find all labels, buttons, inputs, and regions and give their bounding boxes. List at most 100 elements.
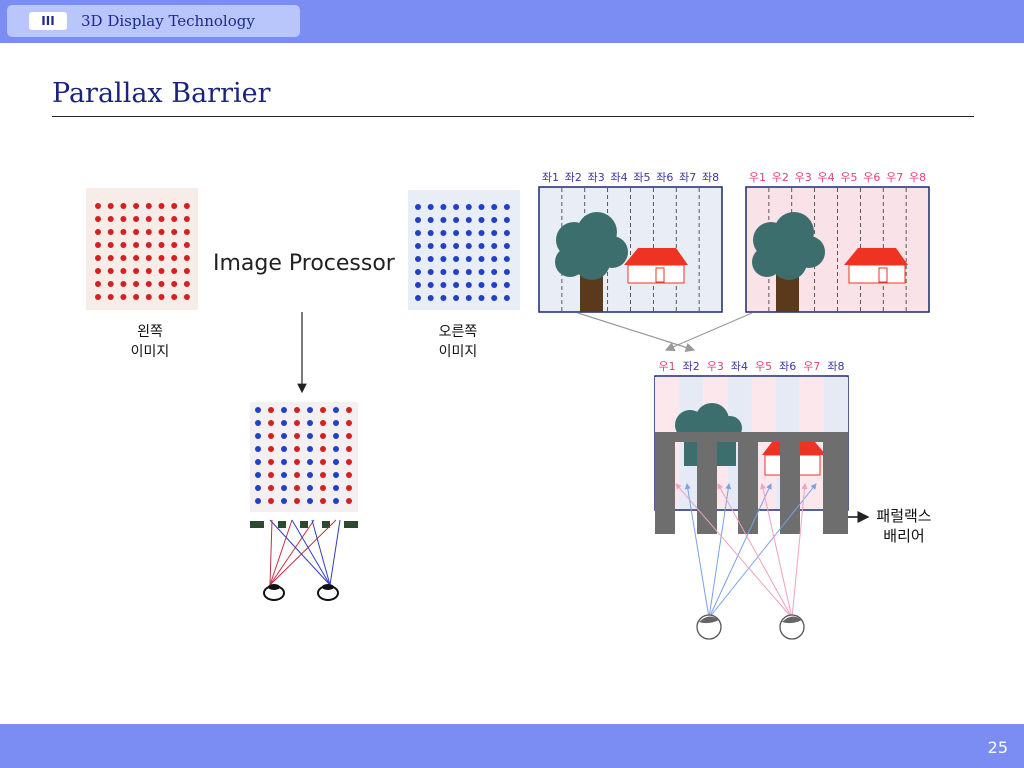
combined-dot — [281, 498, 287, 504]
red-dot — [95, 229, 101, 235]
right-eye-ray — [717, 483, 793, 619]
combined-dot — [268, 459, 274, 465]
left-view-scene — [538, 186, 723, 313]
blue-dot — [415, 295, 421, 301]
strip-label: 우1 — [659, 360, 676, 373]
red-dot — [183, 294, 190, 300]
blue-dot — [465, 256, 472, 262]
image-processor-label: Image Processor — [213, 251, 396, 276]
combined-dot — [320, 498, 326, 504]
blue-dot — [440, 243, 447, 249]
red-dot — [107, 281, 114, 287]
strip-label: 우8 — [909, 171, 926, 184]
blue-dot — [453, 230, 460, 236]
blue-dot — [491, 256, 498, 262]
combined-dot — [307, 472, 313, 478]
red-dot — [171, 268, 178, 274]
combined-dot — [320, 459, 326, 465]
combined-dot — [268, 420, 274, 426]
red-dot — [120, 229, 127, 235]
right-view-scene — [745, 186, 930, 313]
strip-label: 우1 — [749, 171, 766, 184]
combined-dot — [255, 407, 261, 413]
red-dot — [158, 216, 165, 222]
red-dot — [171, 229, 178, 235]
combined-dot — [333, 420, 339, 426]
red-dot — [158, 281, 165, 287]
blue-dot — [453, 243, 460, 249]
blue-dot — [503, 269, 510, 275]
strip-label: 우7 — [803, 360, 820, 373]
right-image-label-line2: 이미지 — [439, 344, 478, 360]
strip-label: 좌7 — [679, 171, 696, 184]
right-eye-icon — [779, 614, 805, 640]
combined-dot — [281, 459, 287, 465]
blue-dot — [440, 230, 447, 236]
blue-dot — [427, 230, 434, 236]
strip-label: 우2 — [772, 171, 789, 184]
left-eye-ray — [708, 483, 732, 619]
blue-dot — [491, 204, 498, 210]
mini-barrier — [250, 521, 358, 528]
left-image-dot-grid — [86, 188, 198, 310]
combined-dot — [346, 459, 352, 465]
red-dot — [107, 203, 114, 209]
red-dot — [158, 255, 165, 261]
red-dot — [133, 203, 140, 209]
combined-dot — [294, 485, 300, 491]
combined-dot — [281, 407, 287, 413]
right-eye-ray — [675, 483, 793, 619]
section-tab: III 3D Display Technology — [7, 5, 300, 37]
combined-dot — [333, 459, 339, 465]
blue-dot — [415, 269, 421, 275]
blue-dot — [503, 282, 510, 288]
blue-dot — [465, 295, 472, 301]
red-dot — [107, 229, 114, 235]
red-dot — [120, 281, 127, 287]
blue-dot — [453, 204, 460, 210]
combined-dot — [320, 407, 326, 413]
strip-label: 우6 — [863, 171, 880, 184]
view-rays — [675, 483, 817, 619]
right-image-dot-grid — [408, 190, 520, 310]
strip-label: 우3 — [707, 360, 724, 373]
combined-dot — [346, 407, 352, 413]
combined-dot — [268, 498, 274, 504]
blue-dot — [478, 230, 485, 236]
left-image-label-line2: 이미지 — [131, 344, 170, 360]
combined-dot — [281, 420, 287, 426]
red-dot — [145, 294, 152, 300]
blue-dot — [503, 243, 510, 249]
combined-dot — [307, 420, 313, 426]
combined-dot — [281, 472, 287, 478]
combined-dot — [320, 433, 326, 439]
strip-label: 좌6 — [656, 171, 673, 184]
blue-dot — [427, 217, 434, 223]
strip-label: 좌2 — [565, 171, 582, 184]
blue-dot — [465, 282, 472, 288]
red-dot — [183, 216, 190, 222]
combined-dot — [255, 420, 261, 426]
strip-label: 좌2 — [683, 360, 700, 373]
combined-dot — [268, 472, 274, 478]
combined-dot — [346, 485, 352, 491]
combined-dot — [307, 485, 313, 491]
right-image-label-line1: 오른쪽 — [439, 324, 478, 340]
blue-dot — [453, 217, 460, 223]
blue-dot — [427, 204, 434, 210]
page-title: Parallax Barrier — [52, 78, 271, 109]
blue-dot — [415, 204, 421, 210]
combined-dot — [320, 420, 326, 426]
red-dot — [95, 203, 101, 209]
blue-dot — [465, 243, 472, 249]
combined-dot — [307, 459, 313, 465]
strip-label: 좌5 — [633, 171, 650, 184]
strip-label: 좌6 — [779, 360, 796, 373]
red-dot — [133, 229, 140, 235]
blue-dot — [478, 282, 485, 288]
blue-dot — [478, 269, 485, 275]
combined-dot — [333, 446, 339, 452]
combined-dot — [255, 446, 261, 452]
red-dot — [145, 255, 152, 261]
